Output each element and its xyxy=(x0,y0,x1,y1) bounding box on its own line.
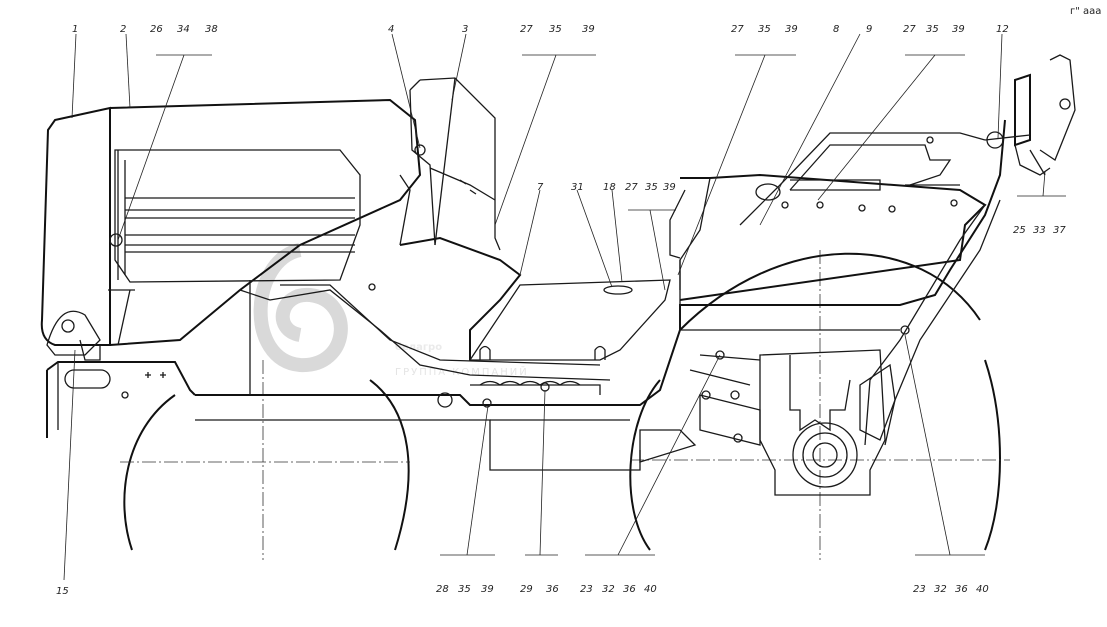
callout-4: 4 xyxy=(388,24,394,35)
callout-29: 29 xyxy=(520,584,533,595)
callout-27a: 27 xyxy=(520,24,533,35)
callout-28: 28 xyxy=(436,584,449,595)
watermark-logo-text: белагро xyxy=(395,341,442,353)
callout-35a: 35 xyxy=(549,24,562,35)
callout-35c: 35 xyxy=(926,24,939,35)
callout-9: 9 xyxy=(866,24,872,35)
callout-39b: 39 xyxy=(785,24,798,35)
callout-25: 25 xyxy=(1013,225,1026,236)
callout-18: 18 xyxy=(603,182,616,193)
callout-26: 26 xyxy=(150,24,163,35)
callout-23a: 23 xyxy=(580,584,593,595)
callout-40a: 40 xyxy=(644,584,657,595)
callout-labels: г" ааа 1 2 26 34 38 4 3 27 35 39 27 35 3… xyxy=(56,6,1101,597)
callout-7: 7 xyxy=(537,182,544,193)
rear-wheel-right xyxy=(629,250,1010,560)
front-bracket xyxy=(46,310,196,438)
center-console xyxy=(399,77,522,360)
callout-12: 12 xyxy=(996,24,1009,35)
callout-35b: 35 xyxy=(758,24,771,35)
callout-32a: 32 xyxy=(602,584,615,595)
callout-3: 3 xyxy=(462,24,468,35)
callout-1: 1 xyxy=(72,24,78,35)
callout-39a: 39 xyxy=(582,24,595,35)
footrest xyxy=(368,279,671,408)
callout-39d: 39 xyxy=(663,182,676,193)
watermark-logo xyxy=(253,243,348,373)
callout-2: 2 xyxy=(120,24,126,35)
callout-38: 38 xyxy=(205,24,218,35)
callout-32b: 32 xyxy=(934,584,947,595)
callout-35e: 35 xyxy=(458,584,471,595)
gearbox xyxy=(639,349,896,496)
watermark-subtitle: ГРУППА КОМПАНИЙ xyxy=(395,365,529,378)
callout-leaders xyxy=(63,33,1066,581)
callout-33: 33 xyxy=(1033,225,1046,236)
watermark: белагро ГРУППА КОМПАНИЙ xyxy=(253,243,529,378)
callout-23b: 23 xyxy=(913,584,926,595)
callout-36a: 36 xyxy=(546,584,559,595)
callout-15: 15 xyxy=(56,586,69,597)
callout-34: 34 xyxy=(177,24,190,35)
rear-housing xyxy=(669,132,987,331)
callout-27b: 27 xyxy=(731,24,744,35)
callout-8: 8 xyxy=(833,24,839,35)
hood-assembly xyxy=(40,98,422,346)
callout-27c: 27 xyxy=(903,24,916,35)
callout-37: 37 xyxy=(1053,225,1066,236)
callout-31: 31 xyxy=(571,182,584,193)
corner-mark: г" ааа xyxy=(1070,6,1101,17)
callout-36c: 36 xyxy=(955,584,968,595)
rear-upright xyxy=(864,54,1076,446)
callout-40b: 40 xyxy=(976,584,989,595)
callout-27d: 27 xyxy=(625,182,638,193)
callout-39c: 39 xyxy=(952,24,965,35)
callout-39e: 39 xyxy=(481,584,494,595)
callout-35d: 35 xyxy=(645,182,658,193)
callout-36b: 36 xyxy=(623,584,636,595)
rear-wheel-left xyxy=(120,360,410,560)
